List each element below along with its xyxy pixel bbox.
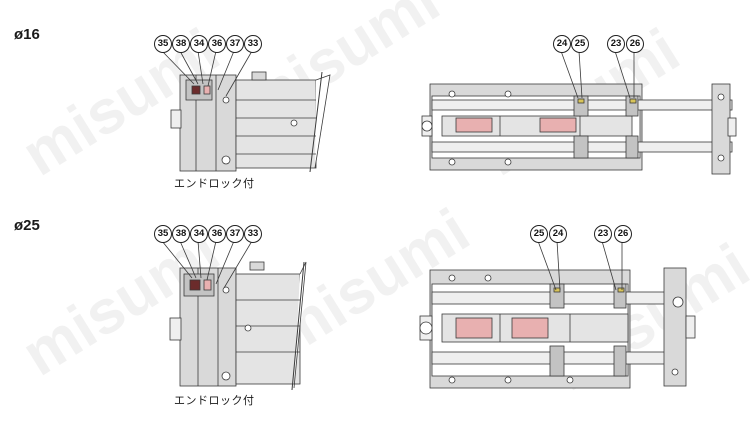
callout-marker: 34 bbox=[190, 225, 208, 243]
section-view-16 bbox=[421, 50, 737, 175]
end-lock-view-25 bbox=[161, 240, 307, 391]
end-lock-view-16 bbox=[161, 50, 331, 173]
callout-marker: 24 bbox=[549, 225, 567, 243]
callout-marker: 36 bbox=[208, 225, 226, 243]
callout-marker: 25 bbox=[571, 35, 589, 53]
callout-marker: 25 bbox=[530, 225, 548, 243]
callout-marker: 26 bbox=[614, 225, 632, 243]
callout-marker: 23 bbox=[607, 35, 625, 53]
callout-marker: 35 bbox=[154, 225, 172, 243]
callout-marker: 36 bbox=[208, 35, 226, 53]
callout-marker: 33 bbox=[244, 35, 262, 53]
end-lock-caption: エンドロック付 bbox=[174, 394, 255, 407]
section-view-25 bbox=[419, 240, 696, 389]
callout-marker: 26 bbox=[626, 35, 644, 53]
callout-marker: 35 bbox=[154, 35, 172, 53]
callout-marker: 37 bbox=[226, 225, 244, 243]
callout-marker: 38 bbox=[172, 35, 190, 53]
bore-label-16: ø16 bbox=[14, 26, 40, 43]
callout-marker: 34 bbox=[190, 35, 208, 53]
end-lock-caption: エンドロック付 bbox=[174, 177, 255, 190]
callout-marker: 33 bbox=[244, 225, 262, 243]
callout-marker: 38 bbox=[172, 225, 190, 243]
callout-marker: 37 bbox=[226, 35, 244, 53]
bore-label-25: ø25 bbox=[14, 217, 40, 234]
callout-marker: 23 bbox=[594, 225, 612, 243]
callout-marker: 24 bbox=[553, 35, 571, 53]
